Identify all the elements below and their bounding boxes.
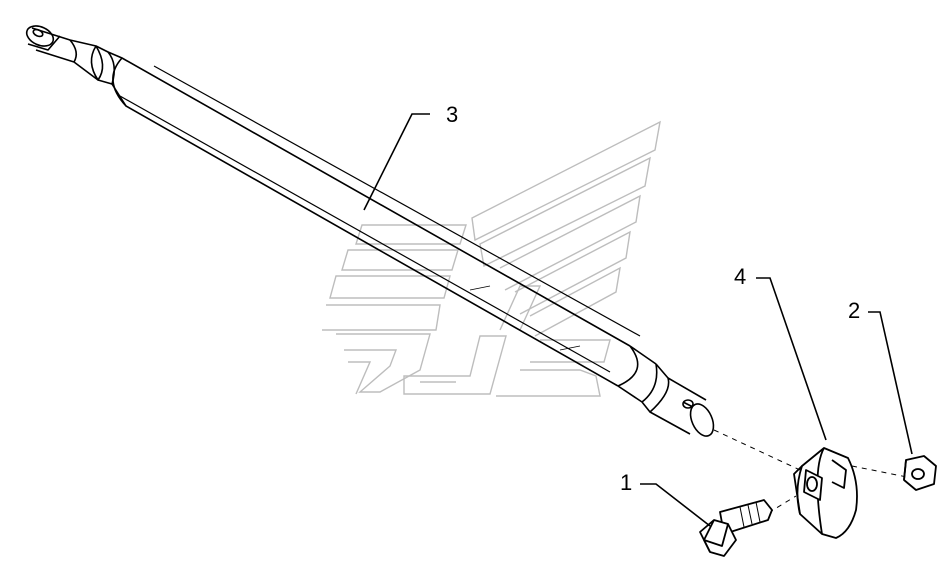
shaft-part [25,25,715,437]
callout-1: 1 [620,470,632,495]
callout-4: 4 [734,264,746,289]
leader-4 [756,277,827,441]
callout-2: 2 [848,298,860,323]
leader-lines [363,113,913,527]
leader-1 [640,483,711,527]
clamp-part [793,447,858,539]
leader-3 [363,113,430,211]
watermark-logo [322,120,661,397]
alignment-lines [713,429,913,519]
bolt-part [699,499,773,557]
callout-3: 3 [446,102,458,127]
leader-2 [868,311,913,455]
nut-part [903,455,937,491]
